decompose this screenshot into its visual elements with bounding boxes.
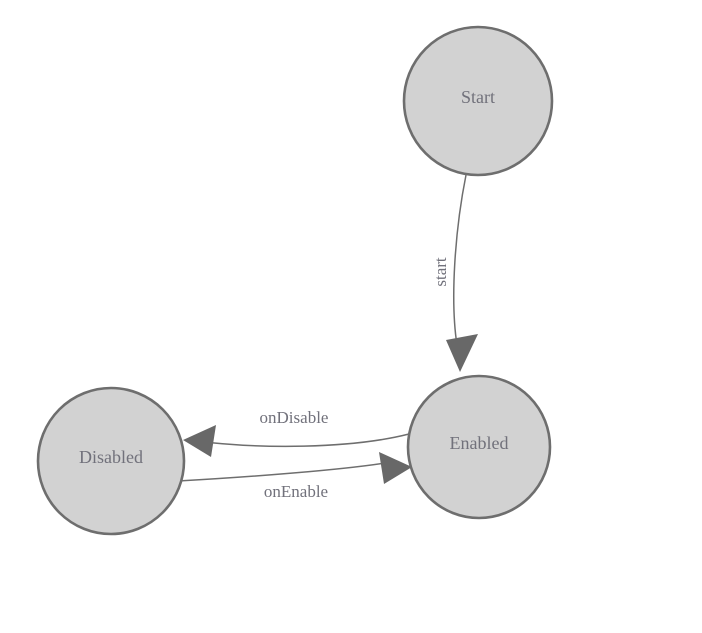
node-disabled-label: Disabled: [79, 447, 143, 467]
edge-start-to-enabled-path: [453, 174, 467, 346]
edge-label-ondisable: onDisable: [260, 408, 329, 427]
edge-enabled-to-disabled-path: [195, 433, 410, 448]
node-start-circle: [402, 25, 554, 177]
node-start[interactable]: Start: [402, 25, 554, 177]
arrowhead-down-icon: [446, 334, 478, 372]
node-start-label: Start: [461, 87, 495, 107]
edge-label-start: start: [431, 257, 450, 287]
node-enabled-circle: [406, 374, 552, 520]
node-enabled[interactable]: Enabled: [406, 374, 552, 520]
edge-disabled-to-enabled[interactable]: onEnable: [177, 452, 412, 501]
node-enabled-label: Enabled: [450, 433, 509, 453]
edge-enabled-to-disabled[interactable]: onDisable: [183, 408, 410, 457]
node-disabled-circle: [36, 386, 186, 536]
arrowhead-right-icon: [379, 452, 412, 484]
node-disabled[interactable]: Disabled: [36, 386, 186, 536]
arrowhead-left-icon: [183, 425, 216, 457]
edge-label-onenable: onEnable: [264, 482, 328, 501]
edge-disabled-to-enabled-path: [177, 462, 386, 482]
edge-start-to-enabled[interactable]: start: [431, 174, 478, 372]
